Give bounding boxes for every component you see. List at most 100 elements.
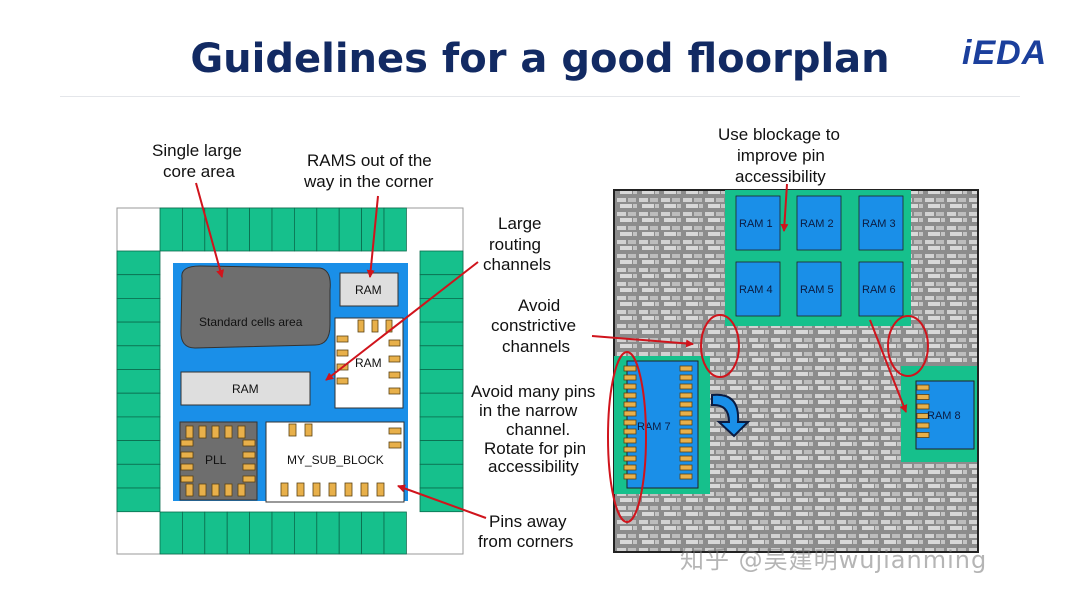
io-pad <box>383 207 407 252</box>
pin <box>344 482 353 497</box>
callout-routing-line3: channels <box>483 255 551 274</box>
pin <box>916 413 930 419</box>
pin <box>623 419 637 426</box>
ram-macro <box>735 195 781 251</box>
ram-macro <box>796 195 842 251</box>
ram-macro-label: RAM 1 <box>739 218 773 230</box>
callout-routing-line2: routing <box>489 235 541 254</box>
ram-macro <box>796 261 842 317</box>
constriction-circle-left <box>700 314 740 378</box>
standard-cells-area <box>180 265 331 349</box>
pin <box>242 451 256 459</box>
pin <box>388 371 401 379</box>
pin <box>360 482 369 497</box>
io-pad <box>116 297 161 323</box>
io-pad <box>419 250 464 276</box>
pin <box>242 439 256 447</box>
pin <box>376 482 385 497</box>
pin <box>916 403 930 410</box>
ram-macro <box>735 261 781 317</box>
pin <box>679 410 693 417</box>
callout-core-line1: Single large <box>152 141 242 160</box>
title-divider <box>60 96 1020 97</box>
pin <box>211 425 220 439</box>
io-pad <box>116 392 161 418</box>
pin <box>224 483 233 497</box>
pin <box>916 384 930 391</box>
io-pad <box>316 207 340 252</box>
right-callouts: Use blockage to improve pin accessibilit… <box>471 125 840 476</box>
ram-macro-label: RAM 2 <box>800 218 834 230</box>
ram-macro-label: RAM 3 <box>862 218 896 230</box>
io-pad <box>271 207 295 252</box>
pin <box>388 339 401 347</box>
pin <box>679 419 693 426</box>
pin <box>679 446 693 453</box>
standard-cells-label: Standard cells area <box>199 315 303 329</box>
pin <box>388 441 402 449</box>
pin <box>679 437 693 444</box>
io-pad <box>383 511 407 555</box>
pin <box>211 483 220 497</box>
pin <box>623 383 637 390</box>
io-pad <box>249 207 273 252</box>
callout-pins-line2: in the narrow <box>479 401 578 420</box>
pin <box>623 455 637 462</box>
pin <box>242 463 256 471</box>
pin <box>296 482 305 497</box>
ram7-label: RAM 7 <box>637 421 671 433</box>
callout-blockage-line3: accessibility <box>735 167 826 186</box>
pin <box>623 464 637 471</box>
pin <box>623 392 637 399</box>
pin <box>180 439 194 447</box>
pin <box>623 401 637 408</box>
pin <box>623 437 637 444</box>
io-pad <box>116 487 161 513</box>
callout-rams-line1: RAMS out of the <box>307 151 432 170</box>
io-pad <box>293 511 318 555</box>
pin <box>185 425 194 439</box>
io-pad <box>338 511 363 555</box>
pin <box>679 455 693 462</box>
rotate-arrow-icon <box>711 393 751 438</box>
callout-constrict-line2: constrictive <box>491 316 576 335</box>
pin <box>623 473 637 480</box>
callout-pins-line5: accessibility <box>488 457 579 476</box>
arrow-routing <box>325 261 479 381</box>
pin <box>916 422 930 429</box>
callout-pins-line2: from corners <box>478 532 573 551</box>
io-pad <box>316 511 340 555</box>
callout-pins-line1: Pins away <box>489 512 567 531</box>
pin <box>336 335 349 343</box>
io-pad <box>226 207 250 252</box>
arrow-core <box>195 182 224 278</box>
pin <box>336 377 349 385</box>
pin <box>336 349 349 357</box>
pin <box>679 464 693 471</box>
io-pad <box>204 511 228 555</box>
io-pad <box>293 207 318 252</box>
pll-label: PLL <box>205 453 227 467</box>
callout-constrict-line1: Avoid <box>518 296 560 315</box>
ram-pins <box>623 365 930 480</box>
pin <box>679 473 693 480</box>
pin <box>198 483 207 497</box>
pin <box>237 425 246 439</box>
io-pad <box>419 463 464 489</box>
pin <box>623 428 637 435</box>
ieda-logo: iEDA <box>962 34 1048 72</box>
io-pad <box>419 416 464 441</box>
pin <box>623 446 637 453</box>
io-pad <box>116 416 161 441</box>
ram-top-label: RAM <box>355 283 382 297</box>
left-arrows <box>195 182 487 519</box>
pin <box>180 463 194 471</box>
ram-macro <box>858 261 904 317</box>
pin <box>180 475 194 483</box>
pin <box>198 425 207 439</box>
io-pad <box>116 369 161 394</box>
pin <box>312 482 321 497</box>
io-pad <box>116 274 161 299</box>
